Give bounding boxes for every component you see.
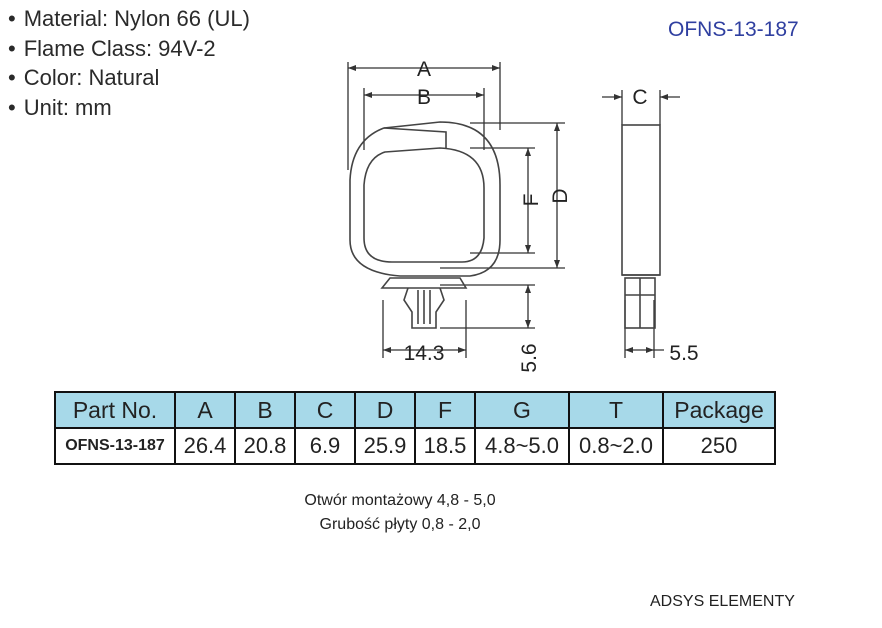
spec-material: Material: Nylon 66 (UL) xyxy=(8,4,250,34)
col-part-no: Part No. xyxy=(54,391,176,429)
spec-table: Part No. A B C D F G T Package OFNS-13-1… xyxy=(54,391,776,465)
spec-flame-class: Flame Class: 94V-2 xyxy=(8,34,250,64)
cell-package: 250 xyxy=(662,427,776,465)
clip-side-view xyxy=(621,124,661,329)
cell-b: 20.8 xyxy=(234,427,296,465)
dim-width: 14.3 xyxy=(404,342,445,365)
technical-drawing: A B C D F 14.3 5.6 5.5 xyxy=(347,58,699,373)
col-b: B xyxy=(234,391,296,429)
col-a: A xyxy=(174,391,236,429)
brand-name: ADSYS ELEMENTY xyxy=(650,593,795,610)
col-g: G xyxy=(474,391,570,429)
dim-height: 5.6 xyxy=(518,343,541,372)
table-row: OFNS-13-187 26.4 20.8 6.9 25.9 18.5 4.8~… xyxy=(54,427,776,465)
cell-g: 4.8~5.0 xyxy=(474,427,570,465)
clip-front-view xyxy=(349,121,501,329)
spec-color: Color: Natural xyxy=(8,63,250,93)
label-b: B xyxy=(417,86,431,109)
cell-a: 26.4 xyxy=(174,427,236,465)
dim-side: 5.5 xyxy=(669,342,698,365)
label-a: A xyxy=(417,58,431,81)
col-package: Package xyxy=(662,391,776,429)
table-header-row: Part No. A B C D F G T Package xyxy=(54,391,776,429)
col-t: T xyxy=(568,391,664,429)
spec-list: Material: Nylon 66 (UL) Flame Class: 94V… xyxy=(8,4,250,122)
label-d: D xyxy=(549,188,572,203)
cell-part-no: OFNS-13-187 xyxy=(54,427,176,465)
cell-d: 25.9 xyxy=(354,427,416,465)
cell-f: 18.5 xyxy=(414,427,476,465)
cell-t: 0.8~2.0 xyxy=(568,427,664,465)
label-c: C xyxy=(632,86,647,109)
col-c: C xyxy=(294,391,356,429)
spec-unit: Unit: mm xyxy=(8,93,250,123)
col-d: D xyxy=(354,391,416,429)
note-mounting-hole: Otwór montażowy 4,8 - 5,0 xyxy=(304,492,496,509)
model-title: OFNS-13-187 xyxy=(668,18,799,41)
label-f: F xyxy=(520,194,543,207)
cell-c: 6.9 xyxy=(294,427,356,465)
col-f: F xyxy=(414,391,476,429)
note-panel-thickness: Grubość płyty 0,8 - 2,0 xyxy=(319,516,481,533)
